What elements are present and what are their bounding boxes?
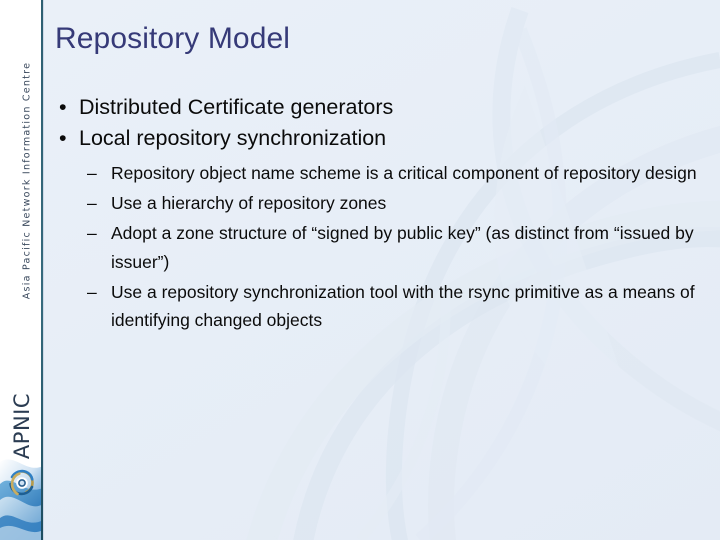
bullet-marker-dot: •	[59, 126, 67, 150]
sub-bullet-text: Use a hierarchy of repository zones	[111, 193, 387, 213]
sidebar-vertical-text: Asia Pacific Network Information Centre	[21, 61, 33, 300]
bullet-item: • Distributed Certificate generators	[52, 92, 714, 122]
bullet-text: Distributed Certificate generators	[79, 95, 394, 119]
bullet-list-level2: – Repository object name scheme is a cri…	[83, 159, 714, 335]
slide-body: • Distributed Certificate generators • L…	[52, 92, 714, 336]
bullet-marker-dot: •	[59, 95, 67, 119]
slide-title: Repository Model	[55, 22, 291, 55]
sidebar-divider-highlight	[43, 0, 44, 540]
sidebar-wave-graphic	[0, 422, 43, 540]
sub-bullet-text: Repository object name scheme is a criti…	[111, 163, 697, 183]
apnic-swirl-icon	[7, 468, 37, 498]
bullet-marker-dash: –	[87, 163, 97, 183]
bullet-item: • Local repository synchronization – Rep…	[52, 123, 714, 335]
bullet-marker-dash: –	[87, 223, 97, 243]
apnic-wordmark: APNIC	[10, 392, 34, 460]
sub-bullet-item: – Adopt a zone structure of “signed by p…	[83, 219, 714, 276]
sub-bullet-item: – Use a repository synchronization tool …	[83, 278, 714, 335]
sidebar: Asia Pacific Network Information Centre …	[0, 0, 43, 540]
slide-content: Repository Model • Distributed Certifica…	[44, 0, 720, 540]
bullet-marker-dash: –	[87, 193, 97, 213]
sub-bullet-item: – Use a hierarchy of repository zones	[83, 189, 714, 218]
apnic-logo: APNIC	[2, 372, 42, 512]
sidebar-divider-line	[41, 0, 43, 540]
sub-bullet-text: Adopt a zone structure of “signed by pub…	[111, 223, 694, 272]
sub-bullet-wrapper: – Repository object name scheme is a cri…	[83, 159, 714, 335]
sub-bullet-item: – Repository object name scheme is a cri…	[83, 159, 714, 188]
bullet-marker-dash: –	[87, 281, 97, 302]
bullet-list-level1: • Distributed Certificate generators • L…	[52, 92, 714, 335]
sub-bullet-text: Use a repository synchronization tool wi…	[111, 281, 695, 331]
bullet-text: Local repository synchronization	[79, 126, 387, 150]
